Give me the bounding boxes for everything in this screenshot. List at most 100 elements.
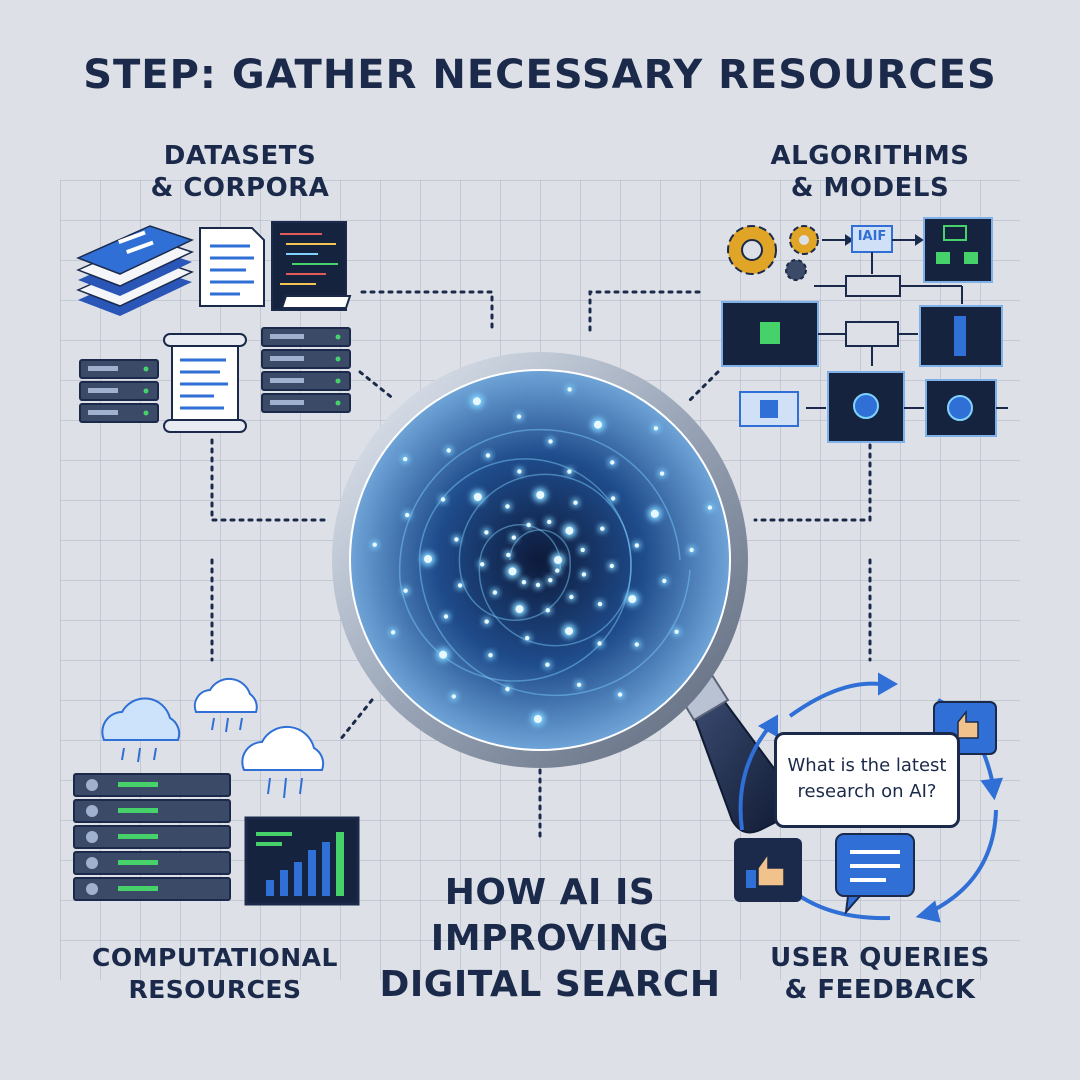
network-node [526, 522, 531, 528]
query-text-line2: research on AI? [797, 781, 937, 802]
user-queries-label: USER QUERIES & FEEDBACK [730, 942, 1030, 1006]
scroll-icon [163, 333, 247, 433]
algo-tag: IAIF [857, 229, 887, 244]
bar-chart-monitor-icon [244, 816, 360, 906]
network-node [439, 650, 448, 659]
network-node [597, 641, 602, 646]
network-node [446, 448, 451, 453]
network-node [372, 542, 377, 547]
network-node [628, 595, 637, 604]
network-node [689, 547, 694, 553]
connector-lines [210, 290, 872, 842]
flowchart-icon [721, 217, 1008, 443]
network-node [535, 582, 541, 588]
network-node [424, 555, 432, 563]
network-node [492, 590, 498, 595]
network-node [653, 426, 659, 431]
code-screen-icon [271, 221, 352, 311]
network-node [443, 614, 449, 619]
network-node [440, 497, 446, 502]
network-node [390, 630, 396, 635]
network-node [536, 491, 545, 499]
network-node [662, 578, 667, 584]
network-node [451, 694, 456, 699]
network-node [403, 588, 408, 593]
network-node [594, 420, 602, 429]
datasets-label: DATASETS & CORPORA [100, 140, 380, 204]
network-node [634, 543, 639, 548]
query-speech-bubble: What is the latest research on AI? [774, 732, 960, 828]
network-node [610, 460, 615, 465]
computational-label: COMPUTATIONAL RESOURCES [70, 942, 360, 1006]
algorithms-label-line1: ALGORITHMS [770, 141, 970, 171]
network-node [473, 493, 482, 501]
network-node [515, 605, 524, 614]
network-node [506, 552, 511, 558]
user-queries-label-line2: & FEEDBACK [784, 975, 976, 1005]
network-node [634, 642, 639, 647]
server-rack-icon [261, 327, 351, 413]
center-caption: HOW AI IS IMPROVING DIGITAL SEARCH [370, 870, 730, 1008]
network-node [484, 619, 489, 624]
computational-label-line1: COMPUTATIONAL [92, 943, 338, 972]
network-node [567, 469, 572, 474]
user-queries-label-line1: USER QUERIES [770, 943, 990, 973]
network-node [485, 453, 491, 458]
network-node [505, 686, 510, 692]
network-node [569, 594, 574, 600]
network-node [576, 682, 582, 687]
network-nodes [370, 385, 714, 726]
network-node [457, 583, 463, 588]
cloud-icon [101, 697, 181, 763]
center-caption-line2: IMPROVING [430, 918, 670, 959]
network-node [508, 567, 517, 576]
network-node [484, 530, 489, 535]
network-node [545, 662, 550, 667]
network-node [488, 653, 493, 658]
network-node [521, 580, 527, 585]
network-node [674, 629, 679, 634]
server-rack-icon [79, 359, 159, 423]
network-node [555, 568, 560, 573]
query-text-line1: What is the latest [787, 755, 947, 776]
center-caption-line3: DIGITAL SEARCH [379, 964, 721, 1005]
algorithms-label: ALGORITHMS & MODELS [720, 140, 1020, 204]
network-node [567, 387, 572, 392]
network-node [405, 512, 410, 518]
network-node [617, 692, 623, 697]
magnifying-glass-icon [332, 352, 795, 834]
network-node [707, 505, 713, 510]
network-node [609, 563, 614, 569]
network-node [659, 471, 665, 476]
network-node [565, 627, 573, 636]
chat-bubble-icon [835, 833, 915, 916]
network-node [545, 608, 550, 613]
network-node [480, 562, 485, 567]
thumbs-up-icon [734, 838, 802, 902]
document-icon [199, 227, 265, 307]
network-node [472, 397, 481, 406]
network-node [454, 537, 459, 542]
network-node [565, 526, 574, 535]
datasets-label-line1: DATASETS [163, 141, 317, 171]
network-node [505, 504, 510, 509]
page-title: STEP: GATHER NECESSARY RESOURCES [83, 52, 997, 98]
network-node [403, 456, 408, 462]
network-node [554, 556, 562, 564]
network-node [597, 601, 603, 607]
gear-icon [727, 225, 819, 281]
network-node [580, 547, 585, 553]
network-node [525, 635, 530, 641]
network-node [600, 526, 605, 531]
network-node [547, 519, 552, 525]
server-rack-icon [73, 773, 231, 901]
center-caption-line1: HOW AI IS [444, 872, 656, 913]
network-node [548, 439, 553, 444]
network-node [650, 509, 659, 518]
network-node [610, 496, 616, 501]
network-node [511, 535, 516, 540]
cloud-icon [193, 677, 258, 733]
network-node [581, 572, 587, 577]
document-stack-icon [76, 225, 195, 316]
